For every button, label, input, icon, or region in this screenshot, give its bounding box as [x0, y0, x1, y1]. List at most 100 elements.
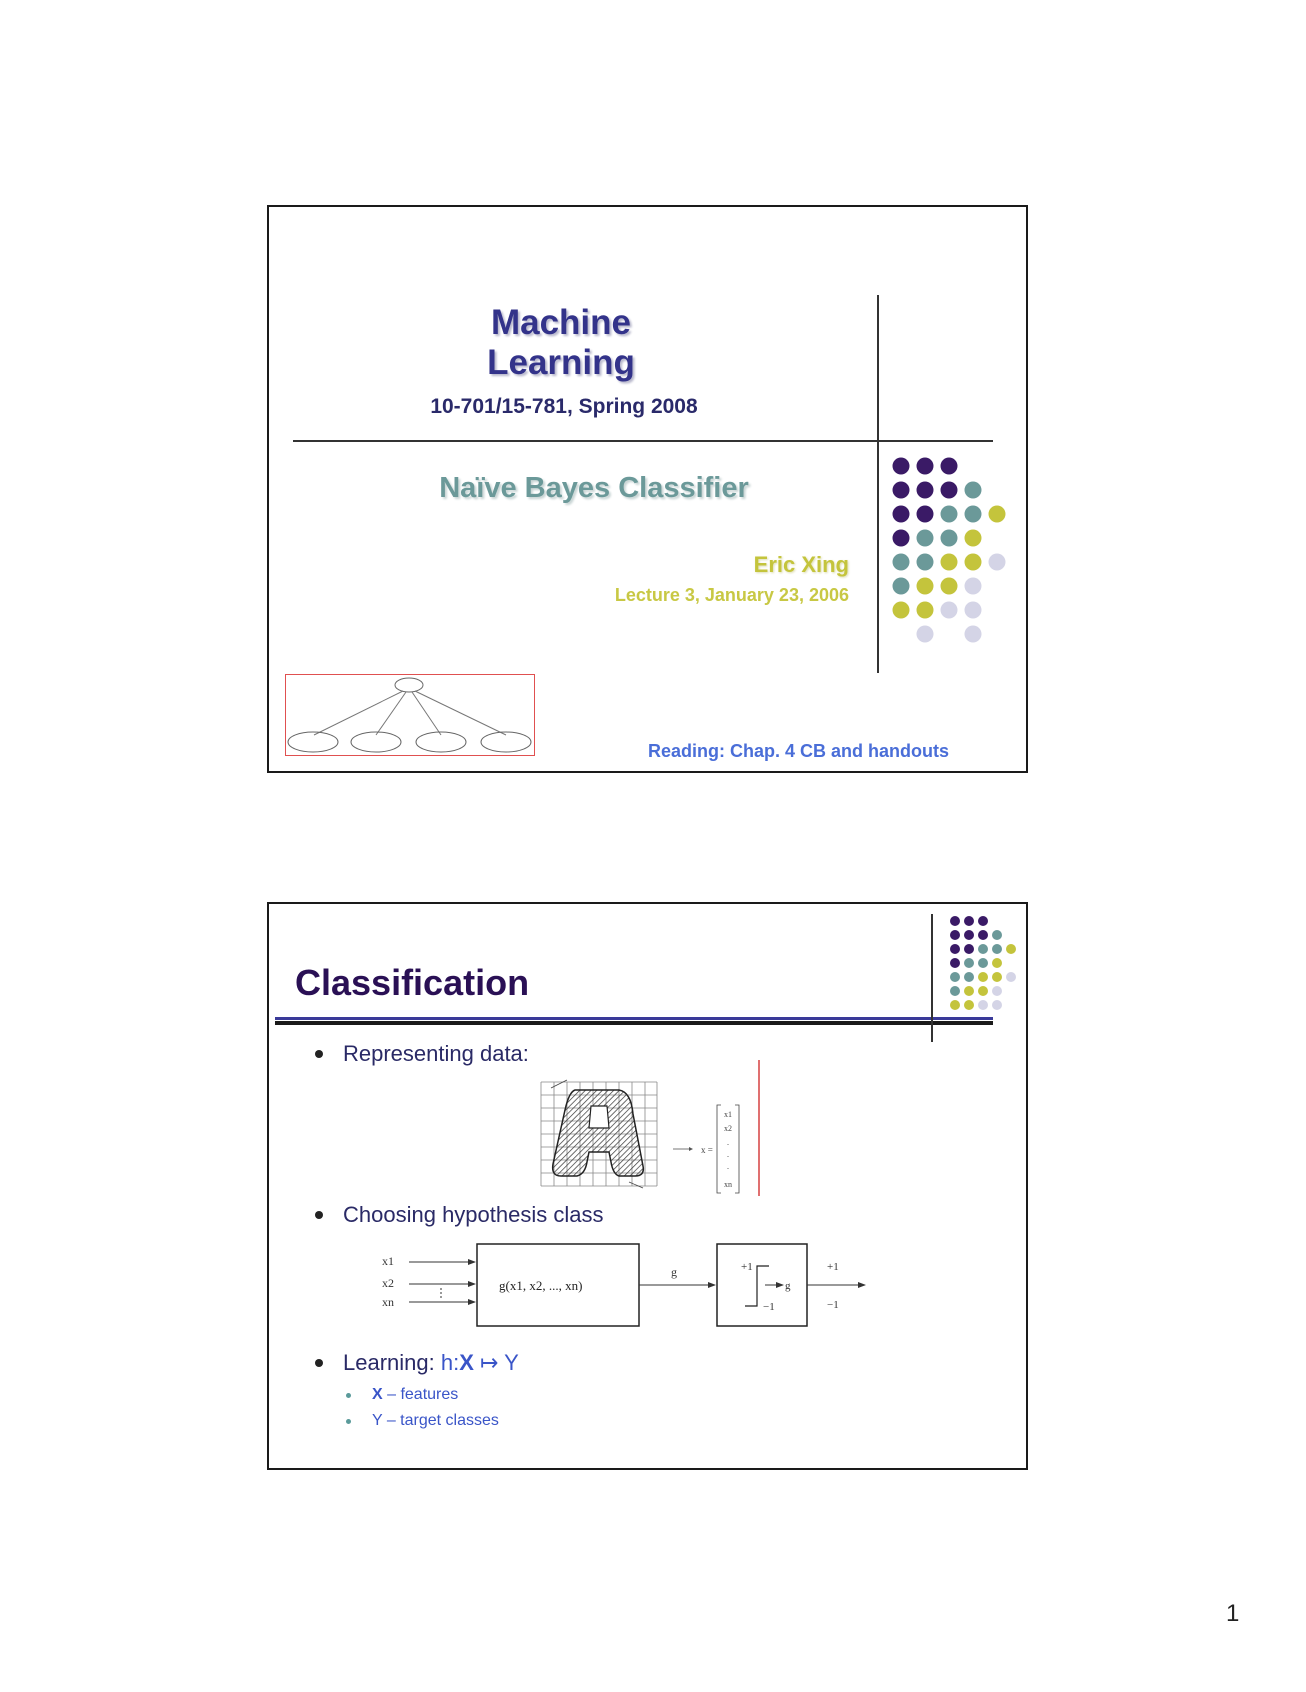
decorative-dot: [964, 601, 982, 619]
minus-one-output: −1: [827, 1299, 839, 1311]
decorative-dot: [964, 553, 982, 571]
decorative-dot: [916, 505, 934, 523]
bullet-learning: Learning: h:X ↦ Y: [315, 1350, 519, 1376]
decorative-dot: [964, 916, 974, 926]
bullet-label: Learning:: [343, 1350, 441, 1375]
decorative-dot: [892, 529, 910, 547]
decorative-dot: [916, 481, 934, 499]
decorative-dot: [964, 481, 982, 499]
decorative-dot: [892, 457, 910, 475]
signal-label: g: [785, 1280, 791, 1292]
decorative-dot: [978, 916, 988, 926]
decorative-dot: [978, 930, 988, 940]
decorative-dot: [892, 577, 910, 595]
decorative-dot: [916, 601, 934, 619]
decorative-dot: [992, 986, 1002, 996]
bullet-hypothesis-class: Choosing hypothesis class: [315, 1202, 604, 1228]
decorative-dot: [964, 958, 974, 968]
bullet-dot: [315, 1359, 323, 1367]
lecture-date: Lecture 3, January 23, 2006: [614, 585, 849, 605]
pixel-grid-letter-figure: [539, 1074, 659, 1199]
author-name: Eric Xing: [753, 552, 849, 577]
decorative-dot: [940, 553, 958, 571]
sub-bullet-dot: [346, 1393, 351, 1398]
decorative-dot: [892, 505, 910, 523]
decorative-dot: [950, 916, 960, 926]
bullet-dot: [315, 1050, 323, 1058]
signal-label: g: [671, 1265, 677, 1279]
decorative-dot: [916, 457, 934, 475]
decorative-dot: [892, 601, 910, 619]
bullet-dot: [315, 1211, 323, 1219]
decorative-dot: [950, 930, 960, 940]
decorative-dot: [964, 505, 982, 523]
plus-one-output: +1: [827, 1261, 839, 1273]
decorative-dot-grid: [889, 454, 1009, 649]
naive-bayes-graph-diagram: [285, 674, 535, 756]
decorative-dot: [950, 972, 960, 982]
vector-entry: .: [727, 1150, 729, 1159]
decorative-dot: [950, 986, 960, 996]
slide-subtitle: Naïve Bayes Classifier: [439, 472, 749, 504]
minus-one-label: −1: [763, 1301, 775, 1313]
slide-title: Machine Learning: [487, 303, 635, 382]
title-underline: [275, 1017, 993, 1020]
decorative-dot: [992, 958, 1002, 968]
decorative-dot: [916, 625, 934, 643]
sub-bullet-text: – target classes: [382, 1412, 499, 1429]
title-underline-dark: [275, 1021, 993, 1025]
vector-entry: x1: [724, 1110, 732, 1119]
slide-2: Classification Representing data:: [267, 902, 1028, 1470]
decorative-dot: [916, 577, 934, 595]
page-number: 1: [1226, 1600, 1240, 1627]
input-label: x1: [382, 1254, 394, 1268]
hypothesis-block-diagram: x1 x2 xn g(x1, x2, ..., xn) g +1 g −1 +1…: [379, 1240, 869, 1335]
vertical-divider: [877, 295, 879, 673]
decorative-dot: [916, 529, 934, 547]
vector-entry: .: [727, 1138, 729, 1147]
plus-one-label: +1: [741, 1261, 753, 1273]
slide-1: Machine Learning 10-701/15-781, Spring 2…: [267, 205, 1028, 773]
feature-vector-figure: x = x1 x2 . . . xn: [669, 1099, 749, 1204]
decorative-dot: [892, 481, 910, 499]
vertical-divider: [931, 914, 933, 1042]
reading-note: Reading: Chap. 4 CB and handouts: [647, 741, 949, 761]
decorative-dot: [940, 601, 958, 619]
decorative-dot: [978, 944, 988, 954]
decorative-dot: [1006, 972, 1016, 982]
decorative-dot: [964, 986, 974, 996]
sub-bullet-symbol: X: [372, 1386, 383, 1403]
formula-x: X: [459, 1350, 474, 1375]
formula-h: h:: [440, 1350, 460, 1375]
vector-lhs: x =: [701, 1145, 713, 1155]
decorative-dot: [964, 972, 974, 982]
decorative-dot: [940, 505, 958, 523]
decorative-dot: [978, 1000, 988, 1010]
decorative-dot: [950, 958, 960, 968]
bullet-label: Choosing hypothesis class: [343, 1202, 604, 1227]
decorative-dot: [978, 972, 988, 982]
decorative-dot: [950, 1000, 960, 1010]
bullet-representing-data: Representing data:: [315, 1041, 529, 1067]
vector-entry: x2: [724, 1124, 732, 1133]
decorative-dot: [940, 577, 958, 595]
vector-entry: xn: [724, 1180, 732, 1189]
decorative-dot: [964, 577, 982, 595]
decorative-dot: [964, 1000, 974, 1010]
decorative-dot: [950, 944, 960, 954]
decorative-dot: [940, 529, 958, 547]
decorative-dot: [992, 930, 1002, 940]
sub-bullet-dot: [346, 1419, 351, 1424]
input-label: x2: [382, 1276, 394, 1290]
sub-bullet-text: – features: [382, 1386, 459, 1403]
slide-title: Classification: [295, 962, 530, 1003]
course-code: 10-701/15-781, Spring 2008: [430, 395, 698, 418]
vector-entry: .: [727, 1162, 729, 1171]
decorative-dot: [940, 457, 958, 475]
horizontal-divider: [293, 440, 993, 442]
sub-bullet-target-classes: Y – target classes: [346, 1412, 499, 1430]
decorative-dot: [964, 944, 974, 954]
bullet-label: Representing data:: [343, 1041, 529, 1066]
decorative-dot: [964, 529, 982, 547]
red-divider-line: [758, 1060, 760, 1196]
